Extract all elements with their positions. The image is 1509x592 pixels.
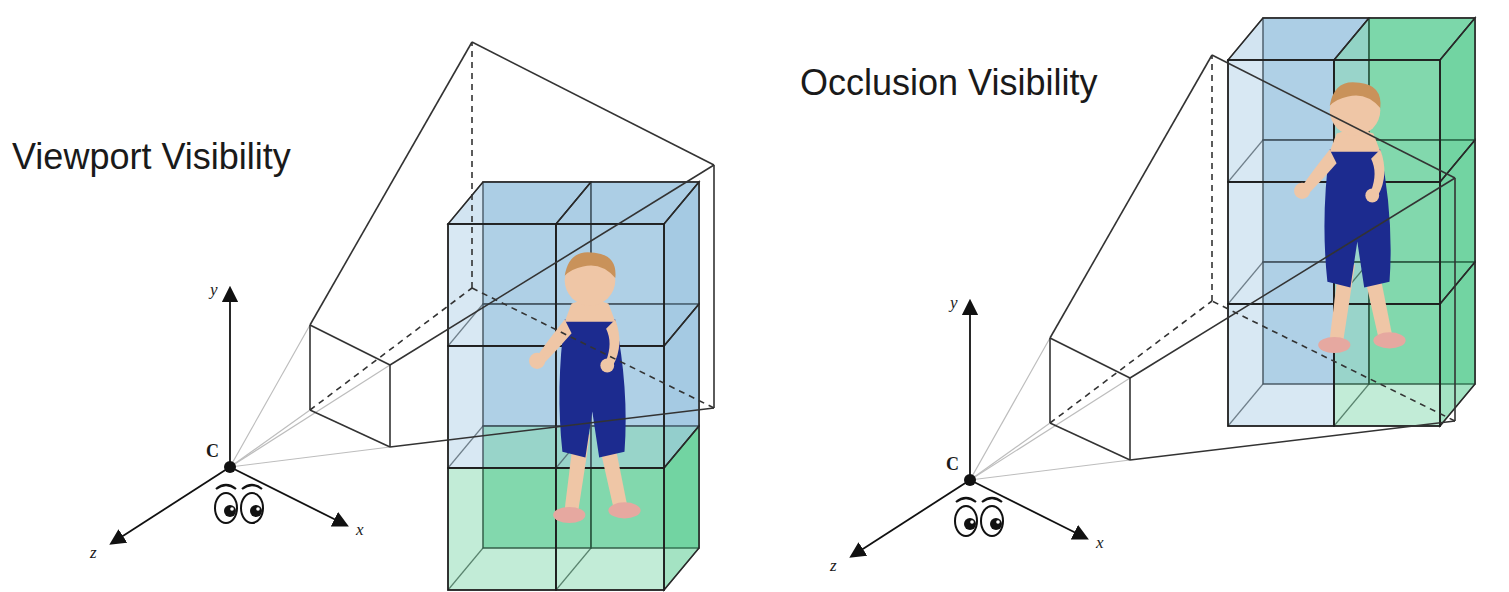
voxel-edge xyxy=(1440,384,1475,426)
pupil xyxy=(250,505,262,517)
baby-hand xyxy=(529,353,545,369)
origin-label: C xyxy=(946,454,959,475)
y-axis xyxy=(969,302,971,480)
near-plane-edge xyxy=(1050,338,1130,378)
baby-overalls xyxy=(1324,150,1390,288)
eye-glint xyxy=(256,507,260,511)
panel-title: Occlusion Visibility xyxy=(800,62,1097,104)
frustum-edge xyxy=(390,165,714,365)
far-plane-edge xyxy=(472,288,714,408)
x-axis xyxy=(230,467,346,525)
voxel-side-face xyxy=(664,426,699,590)
baby-overalls xyxy=(559,320,625,458)
voxel-edge xyxy=(664,182,699,224)
near-plane-edge xyxy=(1049,338,1051,423)
voxel-edge xyxy=(448,182,483,224)
view-ray xyxy=(230,410,310,467)
x-axis xyxy=(970,480,1086,538)
voxel-front-face xyxy=(448,346,556,468)
baby-shoe xyxy=(553,507,585,523)
baby-arm xyxy=(1371,150,1384,196)
view-ray xyxy=(230,325,310,467)
axis-label: z xyxy=(830,556,837,576)
eyebrow xyxy=(956,498,976,502)
eye xyxy=(215,493,237,523)
eyebrow xyxy=(216,485,236,489)
baby-hand xyxy=(1294,183,1310,199)
pupil xyxy=(990,518,1002,530)
voxel-edge xyxy=(664,304,699,346)
voxel-edge xyxy=(1440,262,1475,304)
camera-center xyxy=(224,461,236,473)
near-plane-edge xyxy=(310,325,390,365)
y-axis xyxy=(229,289,231,467)
baby-shoe xyxy=(1373,332,1405,348)
voxel-front-face xyxy=(448,224,556,346)
voxel-edge xyxy=(664,548,699,590)
eye xyxy=(955,506,977,536)
axis-label: z xyxy=(90,543,97,563)
voxel-edge xyxy=(664,426,699,468)
pupil xyxy=(964,518,976,530)
near-plane-edge xyxy=(389,365,391,447)
voxel-edge xyxy=(1440,140,1475,182)
far-plane-edge xyxy=(471,42,473,288)
near-plane-edge xyxy=(1050,423,1130,460)
view-ray xyxy=(970,338,1050,480)
axis-label: x xyxy=(1096,533,1104,553)
axis-label: x xyxy=(356,520,364,540)
panel-title: Viewport Visibility xyxy=(12,136,291,178)
voxel-side-face xyxy=(1440,262,1475,426)
eyebrow xyxy=(982,498,1002,502)
view-ray xyxy=(970,423,1050,480)
baby-hand xyxy=(600,359,614,373)
near-plane-edge xyxy=(1129,378,1131,460)
eyebrow xyxy=(242,485,262,489)
baby-hand xyxy=(1365,189,1379,203)
eye xyxy=(981,506,1003,536)
frustum-edge xyxy=(1130,178,1455,378)
baby-hair xyxy=(565,252,616,278)
frustum-edge xyxy=(390,408,714,447)
voxel-front-face xyxy=(1228,304,1334,426)
camera-center xyxy=(964,474,976,486)
voxel-edge xyxy=(556,182,591,224)
z-axis xyxy=(112,467,230,543)
eye xyxy=(241,493,263,523)
eye-glint xyxy=(230,507,234,511)
far-plane-edge xyxy=(1212,301,1455,421)
pupil xyxy=(224,505,236,517)
near-plane-edge xyxy=(310,410,390,447)
eye-glint xyxy=(970,520,974,524)
voxel-edge xyxy=(1334,18,1369,60)
axis-label: y xyxy=(950,293,958,313)
voxel-edge xyxy=(1228,18,1263,60)
eye-glint xyxy=(996,520,1000,524)
frustum-edge xyxy=(1130,421,1455,460)
far-plane-edge xyxy=(1454,178,1456,421)
far-plane-edge xyxy=(713,165,715,408)
voxel-front-face xyxy=(1228,60,1334,182)
frustum-edge xyxy=(310,42,472,325)
near-plane-edge xyxy=(309,325,311,410)
baby-shoe xyxy=(1318,337,1350,353)
far-plane-edge xyxy=(1211,55,1213,301)
voxel-edge xyxy=(1440,18,1475,60)
frustum-edge xyxy=(1050,301,1212,423)
baby-hair xyxy=(1330,82,1381,108)
far-plane-edge xyxy=(1212,55,1455,178)
z-axis xyxy=(852,480,970,556)
baby-shoe xyxy=(608,502,640,518)
far-plane-edge xyxy=(472,42,714,165)
axis-label: y xyxy=(210,280,218,300)
frustum-edge xyxy=(310,288,472,410)
origin-label: C xyxy=(206,441,219,462)
voxel-front-face xyxy=(448,468,556,590)
